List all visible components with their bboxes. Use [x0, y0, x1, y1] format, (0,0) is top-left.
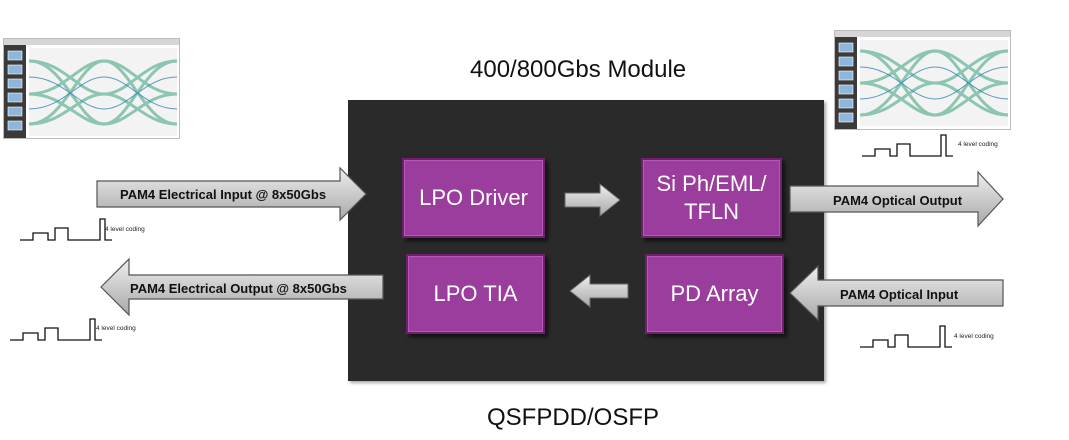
lpo-driver-block: LPO Driver: [402, 158, 545, 238]
pd-array-label: PD Array: [670, 281, 759, 306]
elec-output-label: PAM4 Electrical Output @ 8x50Gbs: [130, 281, 347, 296]
eye-diagram-right-graphic: [835, 31, 1010, 129]
coding-label-opt-out: 4 level coding: [958, 141, 998, 148]
modulator-label: Si Ph/EML/ TFLN: [656, 171, 767, 224]
module-title: 400/800Gbs Module: [470, 56, 687, 83]
elec-input-label: PAM4 Electrical Input @ 8x50Gbs: [120, 187, 327, 202]
eye-diagram-left-graphic: [4, 39, 179, 138]
modulator-block: Si Ph/EML/ TFLN: [641, 158, 782, 238]
eye-diagram-right: [834, 30, 1011, 130]
opt-output-label: PAM4 Optical Output: [833, 193, 963, 208]
elec-input-arrow: [96, 166, 367, 222]
opt-input-arrow: [789, 264, 1004, 322]
driver-to-mod-arrow: [564, 182, 621, 218]
lpo-tia-label: LPO TIA: [433, 281, 518, 306]
waveform-opt-out: [862, 134, 953, 157]
coding-label-elec-in: 4 level coding: [105, 226, 145, 233]
waveform-opt-in: [860, 325, 952, 348]
waveform-elec-out: [10, 318, 102, 341]
opt-input-label: PAM4 Optical Input: [840, 287, 959, 302]
pd-array-block: PD Array: [645, 254, 784, 334]
coding-label-elec-out: 4 level coding: [96, 325, 136, 332]
module-box: [348, 100, 824, 381]
waveform-elec-in: [20, 218, 112, 241]
lpo-tia-block: LPO TIA: [406, 254, 545, 334]
elec-output-arrow: [100, 257, 384, 317]
lpo-driver-label: LPO Driver: [419, 185, 528, 210]
coding-label-opt-in: 4 level coding: [954, 333, 994, 340]
eye-diagram-left: [3, 38, 180, 139]
form-factor-label: QSFPDD/OSFP: [487, 404, 660, 431]
pd-to-tia-arrow: [569, 273, 629, 309]
opt-output-arrow: [789, 170, 1004, 228]
